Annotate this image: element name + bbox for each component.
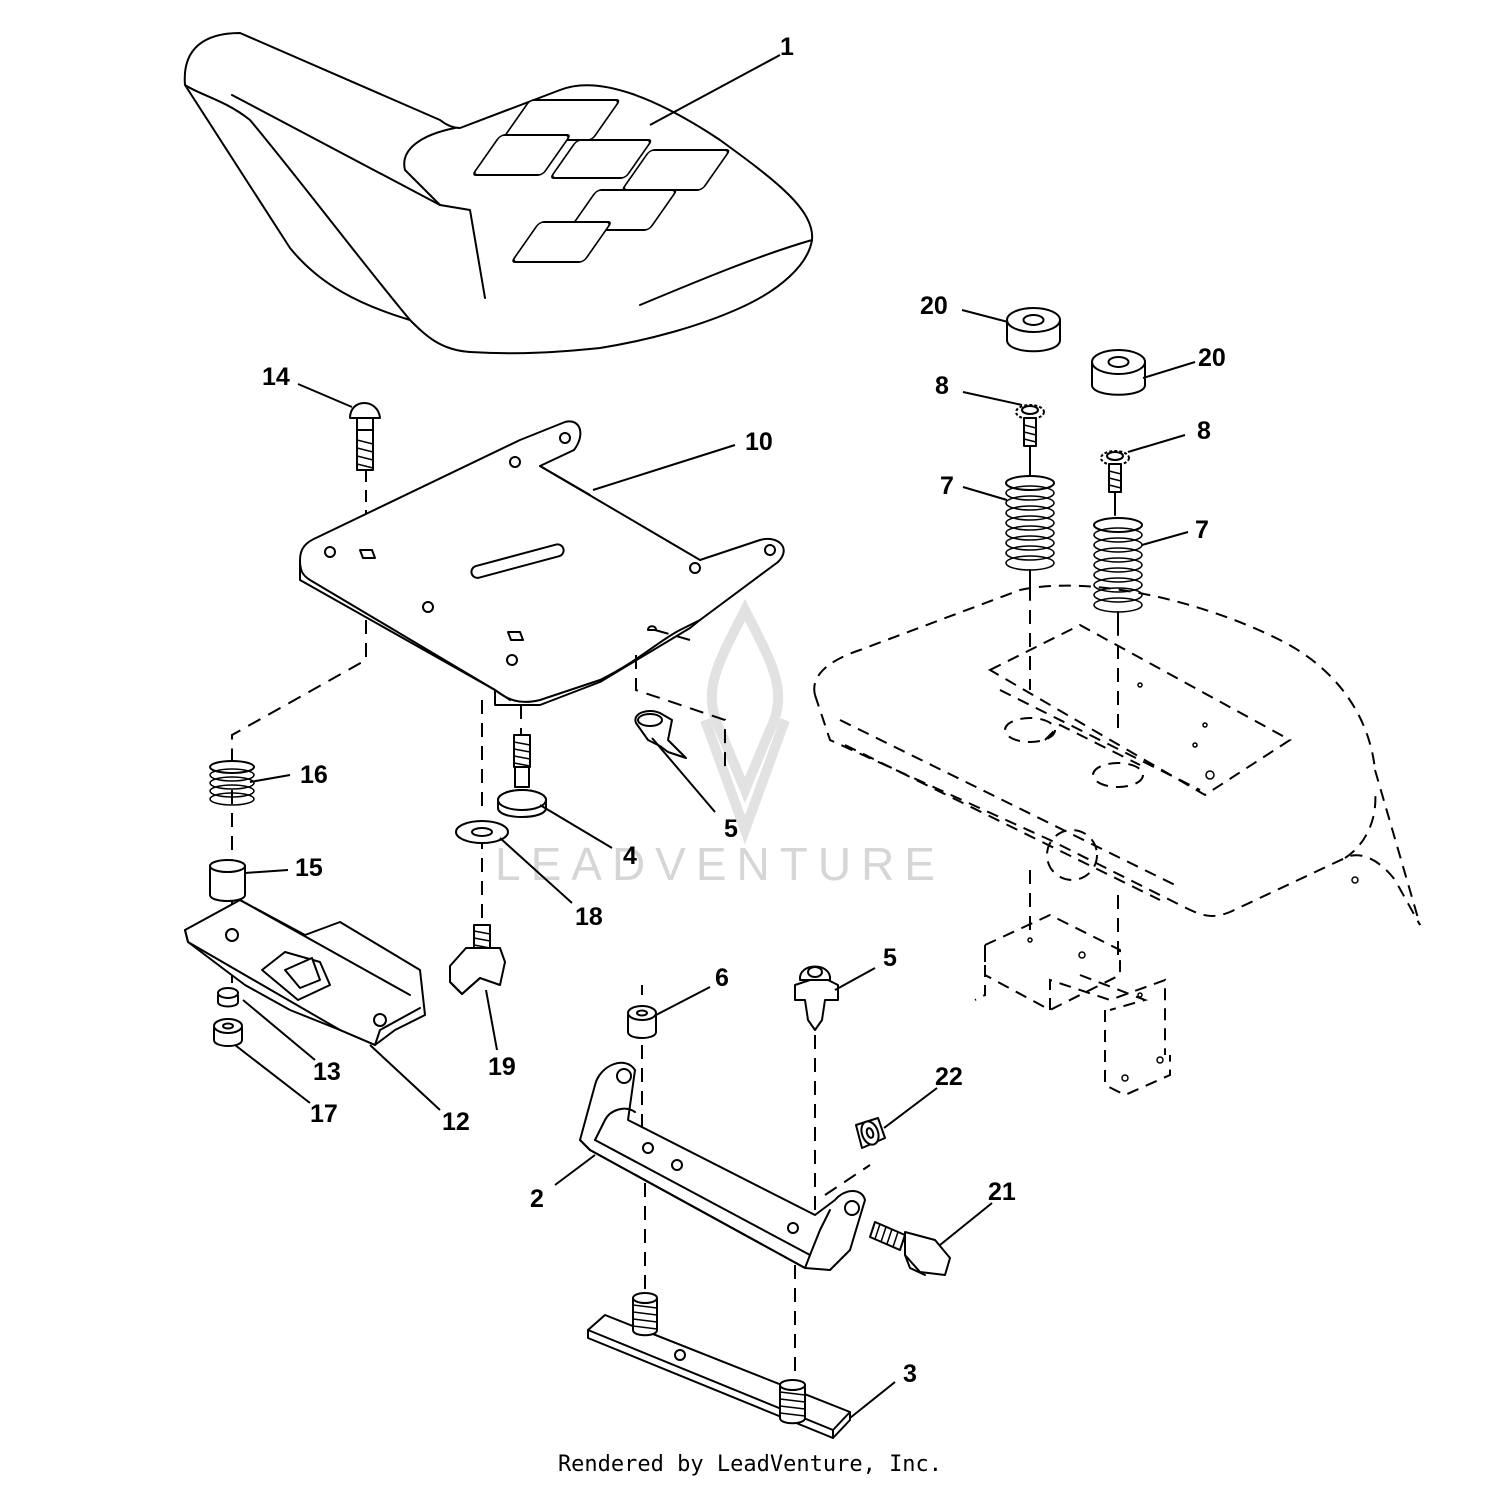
watermark-logo-icon (700, 598, 790, 845)
callout-labels: 1 10 14 16 15 13 17 12 4 18 19 5 5 6 2 3… (262, 33, 1226, 1388)
part-bumper-left (1006, 307, 1061, 353)
part-pivot-bracket (579, 1061, 866, 1271)
part-screw-left (1015, 404, 1045, 447)
part-seat-clip-lower (794, 965, 839, 1031)
callout-8-left: 8 (935, 372, 949, 400)
part-lock-nut (627, 1005, 657, 1039)
callout-10: 10 (745, 428, 773, 456)
part-shoulder-bolt (497, 734, 547, 818)
watermark-text: LEADVENTURE (495, 838, 945, 890)
part-spacer (209, 859, 246, 902)
callout-14: 14 (262, 363, 290, 391)
callout-16: 16 (300, 761, 328, 789)
callout-leaders (234, 54, 1196, 1419)
callout-15: 15 (295, 854, 323, 882)
callout-4: 4 (623, 842, 637, 870)
callout-20-right: 20 (1198, 344, 1226, 372)
part-carriage-bolt (349, 402, 381, 471)
callout-3: 3 (903, 1360, 917, 1388)
callout-22: 22 (935, 1063, 963, 1091)
part-washer (455, 820, 509, 844)
callout-5-upper: 5 (724, 815, 738, 843)
part-pivot-nut (855, 1117, 886, 1149)
callout-5-lower: 5 (883, 944, 897, 972)
callout-8-right: 8 (1197, 417, 1211, 445)
part-slide-bracket (184, 899, 426, 1046)
part-knob (449, 924, 506, 995)
part-flange-nut (217, 987, 239, 1008)
part-spring (209, 760, 255, 806)
part-hex-nut (213, 1018, 243, 1047)
callout-17: 17 (310, 1100, 338, 1128)
chassis-fender-reference (813, 584, 1421, 1097)
part-pivot-bolt (869, 1221, 951, 1276)
part-stud-plate (587, 1292, 851, 1439)
callout-7-right: 7 (1195, 516, 1209, 544)
part-coil-spring-left (1005, 475, 1055, 571)
part-screw-right (1100, 450, 1130, 493)
part-seat-clip-upper (634, 710, 687, 759)
callout-6: 6 (715, 964, 729, 992)
callout-1: 1 (780, 33, 794, 61)
callout-19: 19 (488, 1053, 516, 1081)
callout-21: 21 (988, 1178, 1016, 1206)
callout-12: 12 (442, 1108, 470, 1136)
footer-credit: Rendered by LeadVenture, Inc. (557, 1452, 943, 1477)
part-bumper-right (1091, 349, 1146, 396)
callout-13: 13 (313, 1058, 341, 1086)
callout-7-left: 7 (940, 472, 954, 500)
callout-2: 2 (530, 1185, 544, 1213)
part-seat (183, 32, 814, 355)
watermark: LEADVENTURE (495, 598, 945, 890)
callout-20-left: 20 (920, 292, 948, 320)
callout-18: 18 (575, 903, 603, 931)
part-coil-spring-right (1093, 517, 1143, 613)
